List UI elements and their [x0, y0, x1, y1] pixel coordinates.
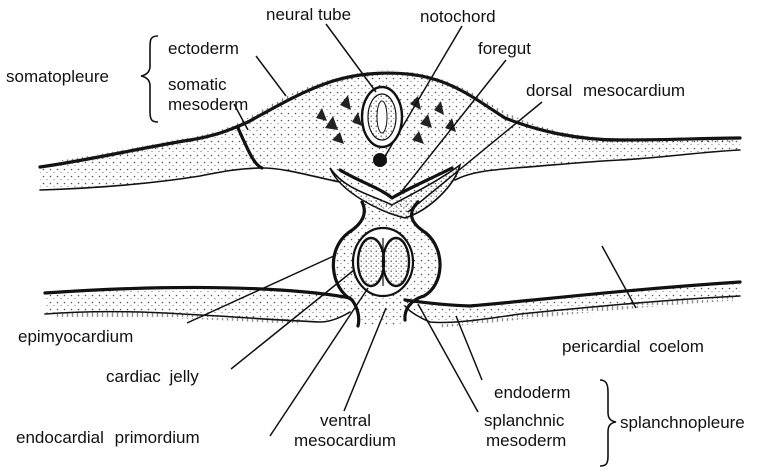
- label-somatic-mesoderm: mesoderm: [168, 95, 248, 114]
- label-notochord: notochord: [420, 7, 496, 26]
- label-endoderm: endoderm: [494, 383, 571, 402]
- label-dorsal-mesocardium: dorsal mesocardium: [526, 81, 685, 100]
- label-splanchnic-mesoderm: mesoderm: [486, 431, 566, 450]
- heart-shape: [333, 200, 440, 309]
- label-ectoderm: ectoderm: [168, 39, 239, 58]
- label-foregut: foregut: [478, 39, 531, 58]
- label-neural-tube: neural tube: [266, 5, 351, 24]
- somatopleure-brace: [141, 36, 158, 122]
- label-pericardial-coelom: pericardial coelom: [562, 337, 704, 356]
- label-somatic: somatic: [168, 75, 227, 94]
- splanchnopleure-brace: [600, 380, 616, 466]
- label-splanchnic: splanchnic: [484, 411, 565, 430]
- label-endocardial-primordium: endocardial primordium: [16, 428, 200, 447]
- label-epimyocardium: epimyocardium: [18, 327, 133, 346]
- label-ventral-mesocardium: mesocardium: [294, 431, 396, 450]
- label-splanchnopleure: splanchnopleure: [620, 413, 745, 432]
- label-somatopleure: somatopleure: [6, 67, 109, 86]
- label-cardiac-jelly: cardiac jelly: [106, 367, 199, 386]
- label-ventral: ventral: [320, 411, 371, 430]
